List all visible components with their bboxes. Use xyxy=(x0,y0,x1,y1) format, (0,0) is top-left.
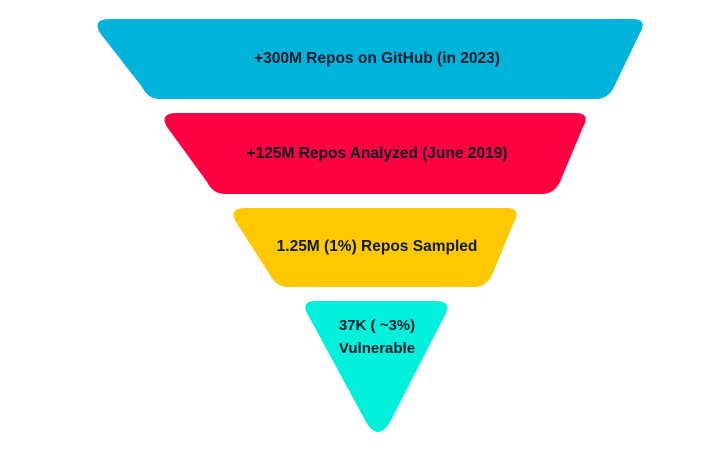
funnel-stage-2[interactable]: +125M Repos Analyzed (June 2019) xyxy=(164,113,586,194)
funnel-stage-4-shape[interactable] xyxy=(305,301,448,432)
funnel-stage-3-shape[interactable] xyxy=(233,208,517,287)
funnel-stage-4-label-line2: Vulnerable xyxy=(339,340,415,357)
funnel-stage-1-label: +300M Repos on GitHub (in 2023) xyxy=(254,50,500,67)
funnel-stage-3-label: 1.25M (1%) Repos Sampled xyxy=(277,238,478,255)
funnel-stage-4[interactable]: 37K ( ~3%) Vulnerable xyxy=(305,301,448,432)
funnel-stage-3[interactable]: 1.25M (1%) Repos Sampled xyxy=(233,208,517,287)
funnel-stage-2-label: +125M Repos Analyzed (June 2019) xyxy=(247,145,508,162)
funnel-stage-1-shape[interactable] xyxy=(97,19,643,99)
funnel-stage-4-label-line1: 37K ( ~3%) xyxy=(339,317,415,334)
funnel-stage-2-shape[interactable] xyxy=(164,113,586,194)
funnel-stage-1[interactable]: +300M Repos on GitHub (in 2023) xyxy=(97,19,643,99)
